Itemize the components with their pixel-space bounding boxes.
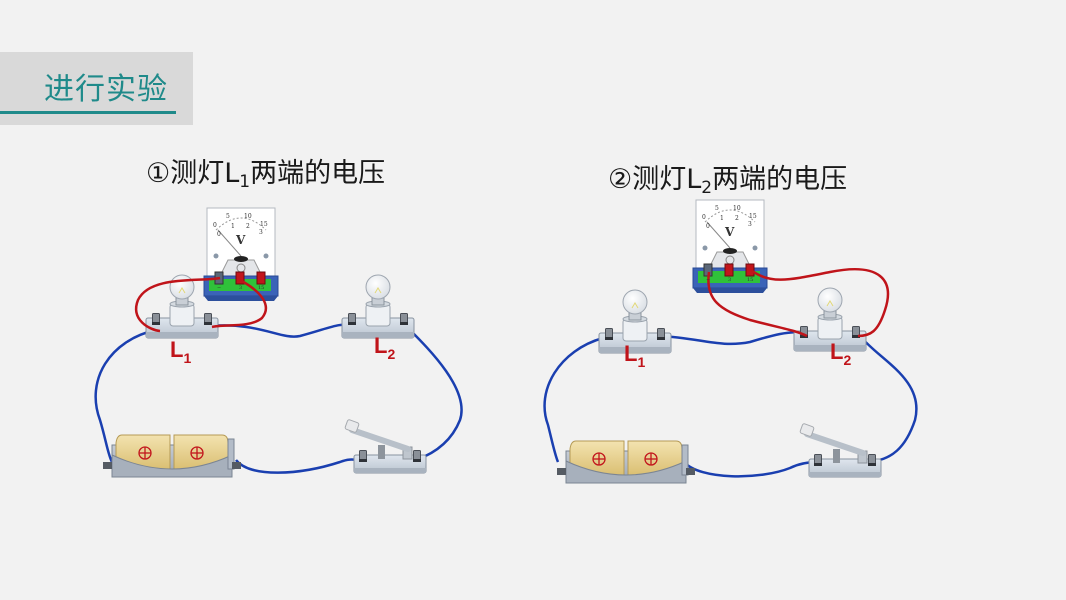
svg-text:0: 0	[213, 222, 217, 229]
title-underline	[0, 111, 176, 114]
meter-wire-positive	[750, 267, 890, 338]
svg-text:2: 2	[735, 215, 739, 222]
voltmeter-scale: 0 5 10 15 0 1 2 3 V − 3 15	[213, 213, 268, 291]
svg-text:5: 5	[715, 205, 719, 212]
svg-text:−: −	[706, 277, 710, 283]
svg-text:10: 10	[733, 205, 741, 212]
svg-text:1: 1	[720, 215, 724, 222]
title-text: ①测灯L	[146, 158, 240, 189]
series-wire	[235, 458, 361, 474]
lamp-L2	[342, 275, 414, 338]
knife-switch	[345, 419, 426, 473]
svg-text:3: 3	[239, 285, 242, 291]
page-title: 进行实验	[44, 72, 168, 107]
svg-text:1: 1	[231, 223, 235, 230]
svg-text:15: 15	[260, 221, 268, 228]
svg-text:3: 3	[748, 221, 752, 228]
svg-text:0: 0	[702, 214, 706, 221]
knife-switch	[800, 423, 881, 477]
title-text: ②测灯L	[608, 164, 702, 195]
series-wire	[407, 327, 463, 462]
title-text: 两端的电压	[250, 158, 386, 189]
series-wire	[209, 323, 353, 338]
meter-wire-positive	[211, 278, 268, 329]
lamp-label-L1: L1	[624, 341, 645, 370]
svg-text:15: 15	[258, 285, 264, 291]
title-text: 两端的电压	[712, 164, 848, 195]
series-wire	[683, 460, 819, 478]
circuit-1: L1 L2 0 5 10 15 0 1 2 3 V − 3 15	[94, 207, 463, 478]
title-subscript: 1	[239, 172, 251, 192]
svg-text:3: 3	[259, 229, 263, 236]
lamp-label-L2: L2	[374, 333, 395, 362]
svg-text:0: 0	[706, 223, 710, 230]
experiment-1-title: ①测灯L1两端的电压	[146, 157, 385, 199]
series-wire	[543, 336, 604, 463]
svg-text:−: −	[217, 285, 221, 291]
series-wire	[659, 331, 806, 346]
circuit-2: L1 L2 0 5 10 15 0 1 2 3 V − 3 15	[543, 199, 918, 484]
lamp-label-L2: L2	[830, 339, 851, 368]
meter-wire-negative	[707, 271, 808, 338]
voltmeter-unit: V	[235, 233, 246, 247]
series-wire	[94, 328, 157, 463]
svg-text:15: 15	[747, 277, 753, 283]
title-subscript: 2	[701, 178, 713, 198]
series-wire	[861, 337, 918, 463]
svg-text:2: 2	[246, 223, 250, 230]
svg-text:0: 0	[217, 231, 221, 238]
lamp-label-L1: L1	[170, 337, 191, 366]
svg-text:10: 10	[244, 213, 252, 220]
svg-text:15: 15	[749, 213, 757, 220]
experiment-2-title: ②测灯L2两端的电压	[608, 163, 847, 205]
svg-text:5: 5	[226, 213, 230, 220]
battery-holder	[102, 434, 242, 478]
voltmeter-unit: V	[724, 225, 735, 239]
meter-wire-negative	[134, 276, 221, 333]
voltmeter-scale: 0 5 10 15 0 1 2 3 V − 3 15	[702, 205, 757, 283]
svg-text:3: 3	[728, 277, 731, 283]
battery-holder	[556, 440, 696, 484]
